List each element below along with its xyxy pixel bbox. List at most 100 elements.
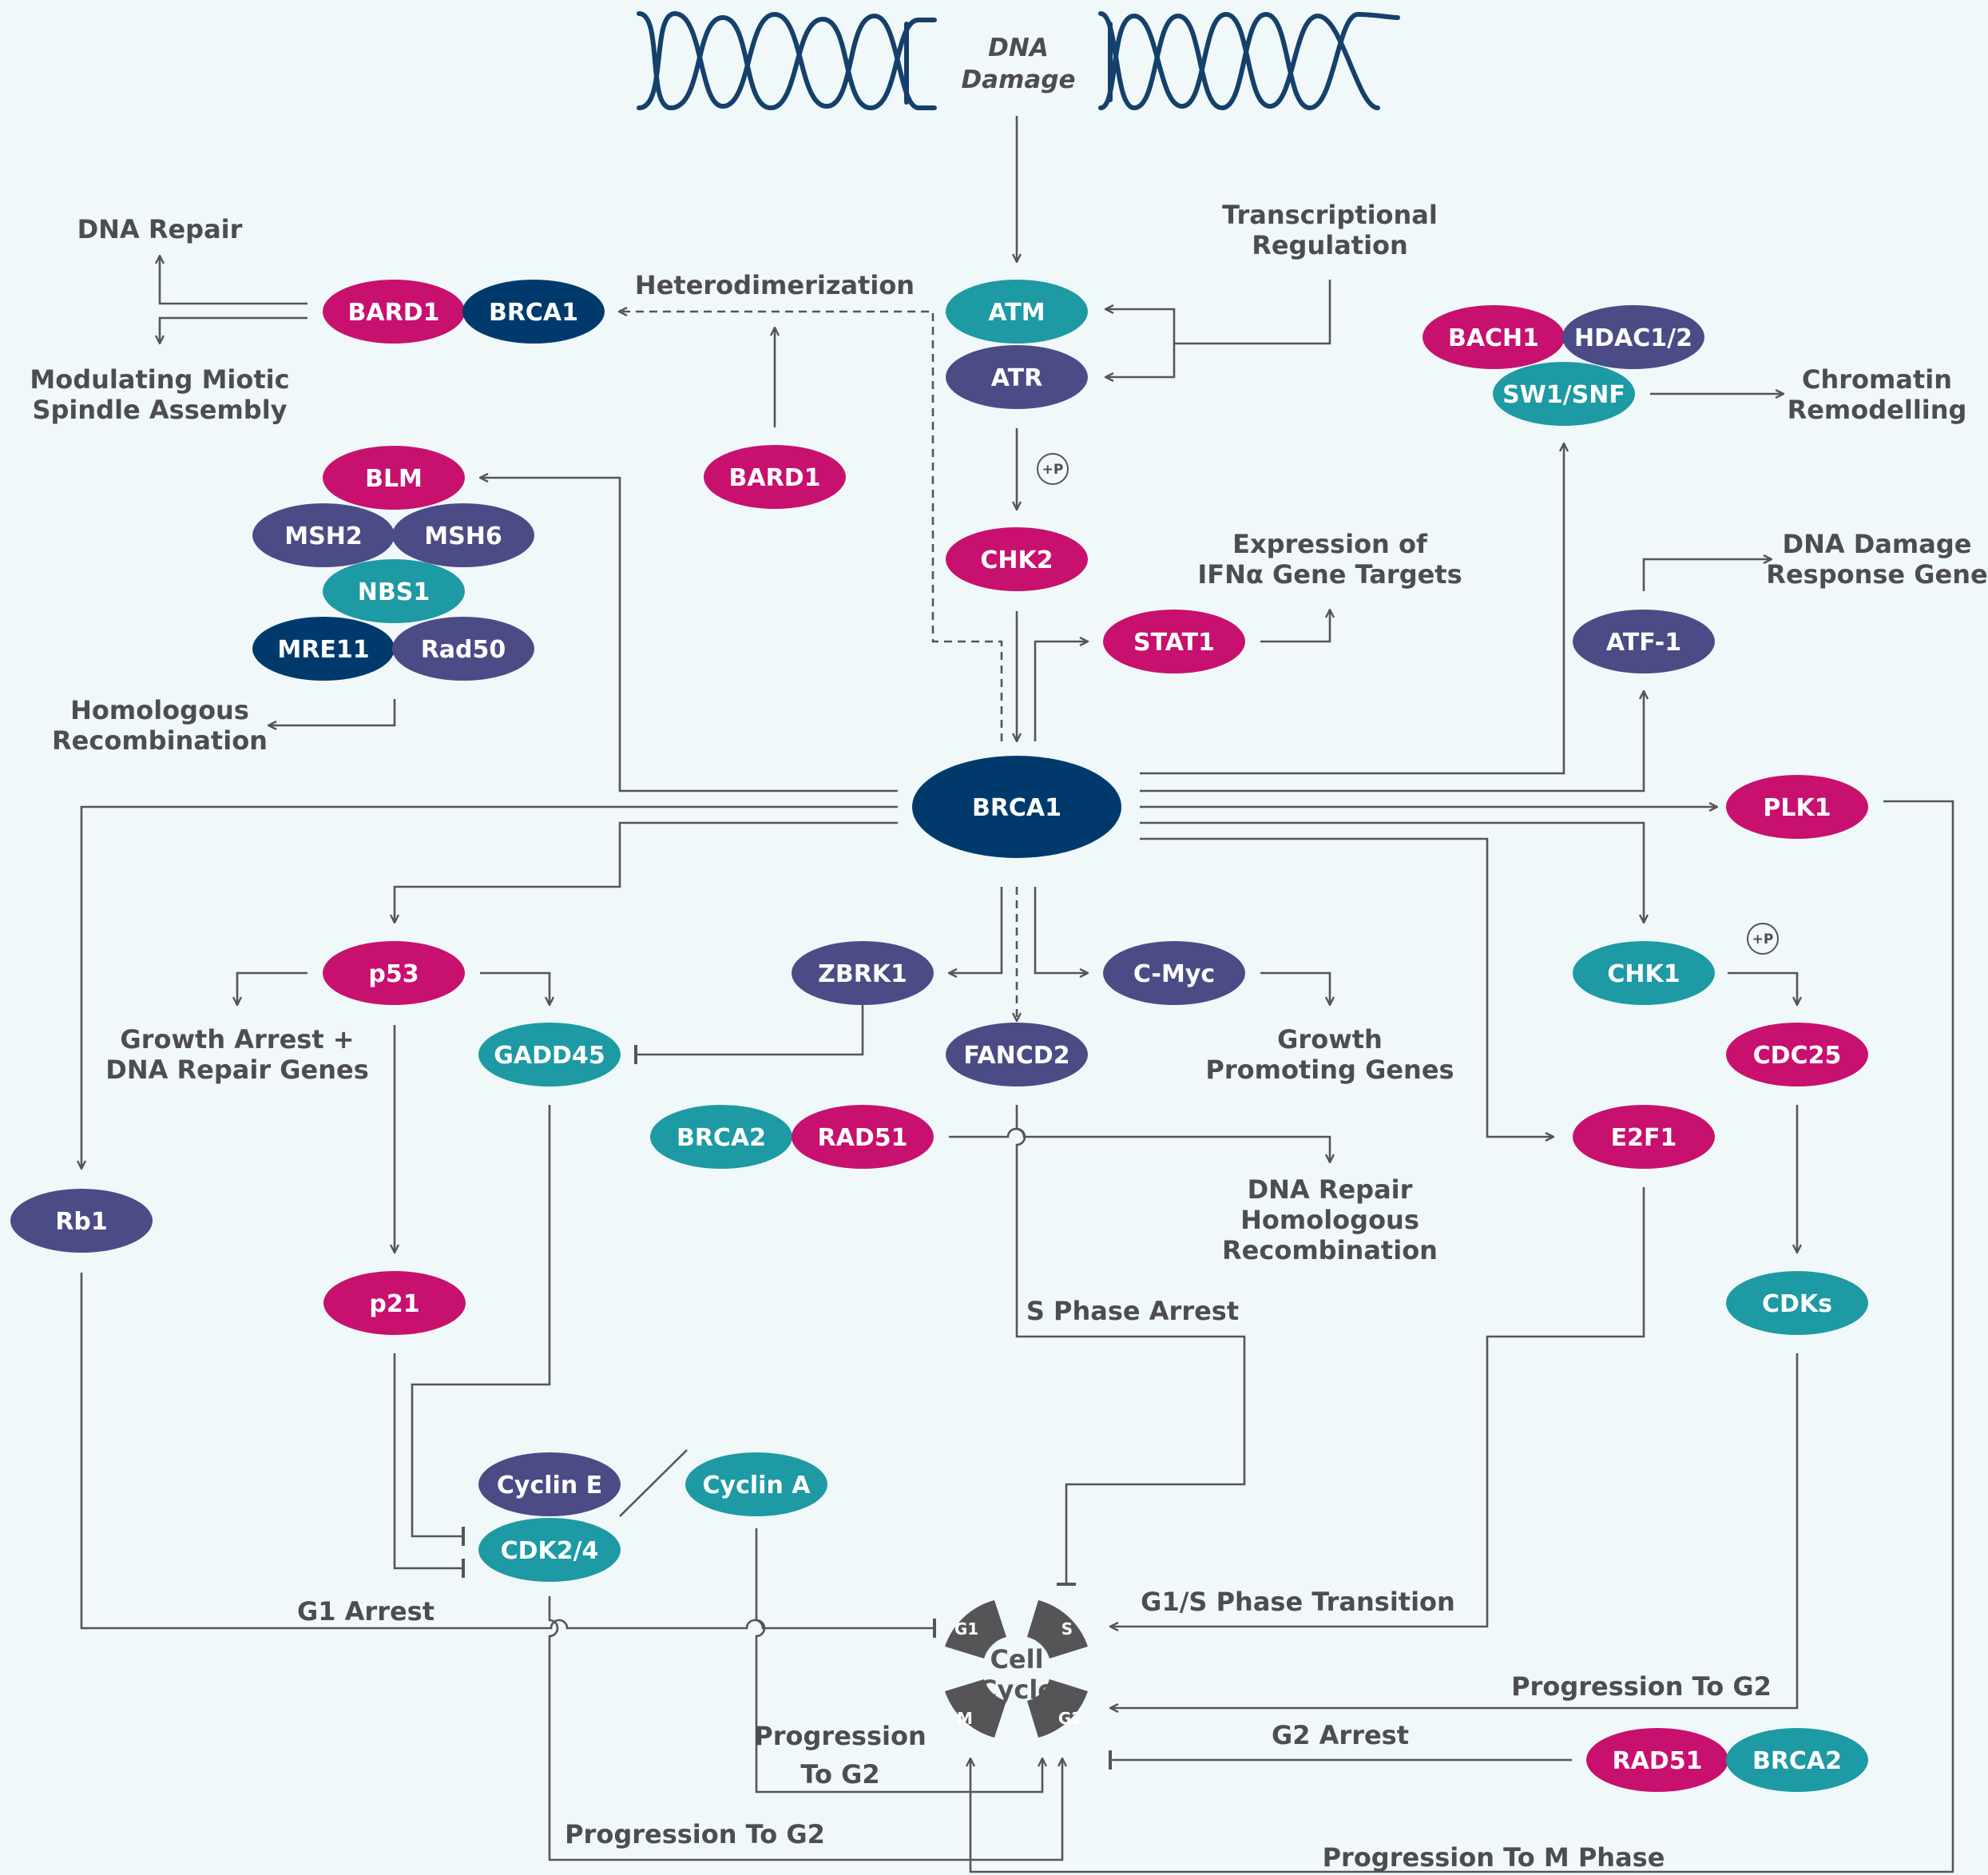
node-label: NBS1 xyxy=(358,578,430,606)
phase-g2-label: G2 xyxy=(1058,1709,1082,1728)
node-label: STAT1 xyxy=(1133,629,1215,657)
node-bard1-single: BARD1 xyxy=(704,445,846,509)
label-line: DNA Damage xyxy=(1783,529,1972,559)
node-brca2-b: BRCA2 xyxy=(1726,1728,1868,1792)
node-label: CDK2/4 xyxy=(501,1537,599,1565)
node-atr: ATR xyxy=(946,345,1088,409)
node-cdk24: CDK2/4 xyxy=(478,1518,621,1582)
node-label: BRCA1 xyxy=(972,794,1061,822)
node-cdc25: CDC25 xyxy=(1726,1023,1868,1086)
label-line: Recombination xyxy=(52,725,268,756)
node-shape xyxy=(252,503,395,567)
node-shape xyxy=(650,1105,792,1169)
node-shape xyxy=(792,941,934,1005)
node-shape xyxy=(946,345,1088,409)
node-nbs1: NBS1 xyxy=(323,559,465,623)
node-shape xyxy=(1103,941,1245,1005)
node-blm: BLM xyxy=(323,446,465,510)
node-label: Rb1 xyxy=(55,1208,107,1236)
node-label: BRCA1 xyxy=(489,299,578,327)
node-rad51-b: RAD51 xyxy=(1586,1728,1728,1792)
label-line: Growth xyxy=(1277,1024,1383,1055)
node-label: ZBRK1 xyxy=(818,960,907,988)
node-label: ATM xyxy=(988,299,1045,327)
node-p53: p53 xyxy=(323,941,465,1005)
node-brca2-a: BRCA2 xyxy=(650,1105,792,1169)
phase-m-label: M xyxy=(957,1709,973,1728)
node-shape xyxy=(792,1105,934,1169)
node-shape xyxy=(1586,1728,1728,1792)
cell-cycle-phase-g1 xyxy=(945,1600,1006,1659)
label-heterodimerization: Heterodimerization xyxy=(635,270,915,300)
node-shape xyxy=(478,1518,621,1582)
node-shape xyxy=(392,503,534,567)
node-label: RAD51 xyxy=(1613,1747,1703,1775)
label-line: G2 Arrest xyxy=(1272,1720,1409,1750)
node-mre11: MRE11 xyxy=(252,617,395,681)
label-line: Growth Arrest + xyxy=(120,1024,354,1055)
label-line: Expression of xyxy=(1232,529,1428,559)
node-label: CDKs xyxy=(1762,1290,1832,1318)
node-shape xyxy=(323,941,465,1005)
label-line: Recombination xyxy=(1222,1235,1438,1265)
node-shape xyxy=(946,527,1088,591)
pathway-connectors xyxy=(81,116,1954,1873)
node-label: Cyclin A xyxy=(703,1472,811,1500)
cell-cycle-phase-s xyxy=(1027,1600,1088,1659)
label-line: Progression To M Phase xyxy=(1323,1842,1665,1873)
label-prog-g2-bottom: Progression To G2 xyxy=(565,1819,825,1849)
cell-cycle-title: Cell xyxy=(990,1644,1043,1674)
node-label: p21 xyxy=(369,1290,419,1318)
node-stat1: STAT1 xyxy=(1103,610,1245,673)
node-zbrk1: ZBRK1 xyxy=(792,941,934,1005)
node-rb1: Rb1 xyxy=(10,1189,153,1253)
node-shape xyxy=(323,559,465,623)
node-bard1-complex: BARD1 xyxy=(323,280,465,344)
phosphorylation-badge: +P xyxy=(1037,453,1069,485)
node-label: GADD45 xyxy=(494,1042,605,1070)
node-cdks: CDKs xyxy=(1726,1271,1868,1335)
label-prog-g2-right: Progression To G2 xyxy=(1511,1671,1772,1702)
label-line: Progression To G2 xyxy=(1511,1671,1772,1702)
node-shape xyxy=(323,1271,466,1335)
node-label: HDAC1/2 xyxy=(1574,324,1692,352)
node-e2f1: E2F1 xyxy=(1573,1105,1715,1169)
node-atf1: ATF-1 xyxy=(1573,610,1715,673)
label-line: Promoting Genes xyxy=(1205,1055,1454,1085)
label-dna-repair: DNA Repair xyxy=(77,214,243,244)
label-line: Transcriptional xyxy=(1222,200,1438,230)
label-line: Spindle Assembly xyxy=(32,395,287,425)
label-line: G1/S Phase Transition xyxy=(1141,1587,1455,1617)
node-shape xyxy=(1726,1271,1868,1335)
node-label: ATF-1 xyxy=(1606,629,1681,657)
node-label: p53 xyxy=(368,960,419,988)
node-shape xyxy=(1493,362,1635,426)
node-msh6: MSH6 xyxy=(392,503,534,567)
node-label: MRE11 xyxy=(277,636,369,664)
label-line: Regulation xyxy=(1252,230,1408,260)
cell-cycle-title: Cycle xyxy=(978,1674,1055,1705)
label-line: S Phase Arrest xyxy=(1026,1296,1239,1326)
node-label: SW1/SNF xyxy=(1502,381,1625,409)
node-cmyc: C-Myc xyxy=(1103,941,1245,1005)
node-label: PLK1 xyxy=(1763,794,1831,822)
node-label: C-Myc xyxy=(1133,960,1215,988)
node-shape xyxy=(1423,305,1565,369)
label-line: Modulating Miotic xyxy=(30,364,289,395)
label-line: G1 Arrest xyxy=(297,1596,435,1627)
node-label: BRCA2 xyxy=(1752,1747,1842,1775)
node-label: BRCA2 xyxy=(677,1124,766,1152)
node-shape xyxy=(946,280,1088,344)
node-p21: p21 xyxy=(323,1271,466,1335)
label-line: Remodelling xyxy=(1788,395,1967,425)
node-plk1: PLK1 xyxy=(1726,775,1868,839)
dna-damage-line: DNA xyxy=(988,34,1049,62)
cell-cycle-phase-m xyxy=(945,1679,1006,1738)
